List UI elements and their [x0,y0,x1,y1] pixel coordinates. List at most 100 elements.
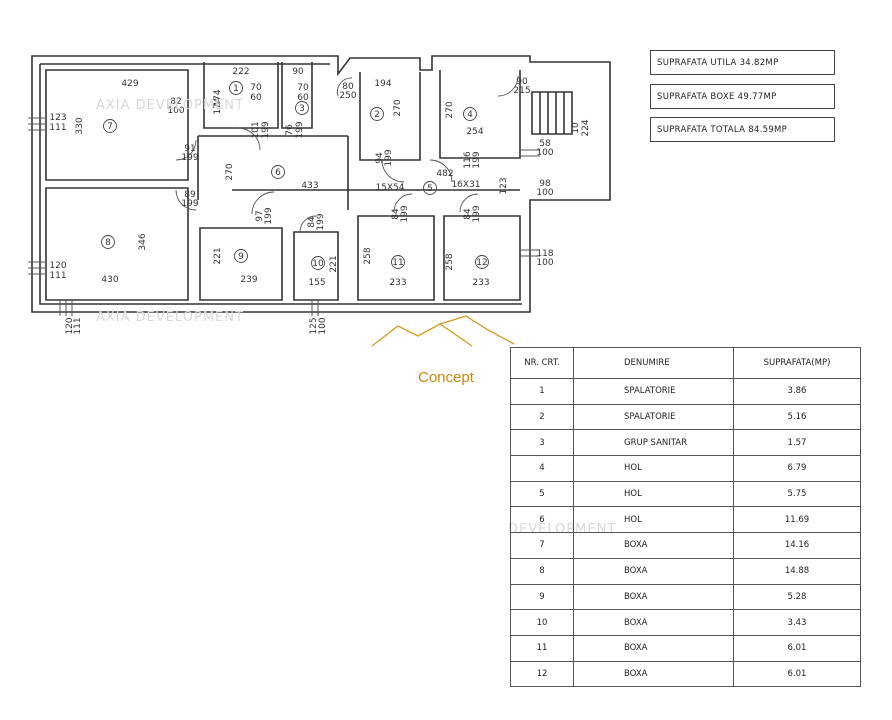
dimension-label: 100 [536,258,553,268]
dimension-label: 482 [436,169,453,179]
room-number: 11 [392,258,403,268]
dimension-label: 222 [232,67,249,77]
cell-nr: 11 [510,634,574,662]
dimension-label: 111 [49,123,66,133]
cell-nr: 2 [510,403,574,431]
dimension-label: 58 [539,139,551,149]
cell-suprafata: 11.69 [733,506,861,534]
dimension-label: 100 [318,317,328,334]
dimension-label: 118 [536,249,553,259]
dimension-label: 76 [285,124,295,136]
cell-nr: 10 [510,609,574,636]
cell-suprafata: 5.28 [733,583,861,611]
room-number-circle [229,81,243,95]
watermark: AXIA DEVELOPMENT [96,310,244,325]
cell-suprafata: 3.86 [733,378,861,405]
room-number: 12 [476,258,487,268]
dimension-label: 116 [463,151,473,168]
dimension-label: 199 [295,121,305,138]
summary-boxe: SUPRAFATA BOXE 49.77MP [650,84,835,109]
dimension-label: 89 [184,190,196,200]
cell-suprafata: 6.01 [733,660,861,688]
cell-suprafata: 5.16 [733,403,861,431]
room-number-circle [370,107,384,121]
dimension-label: 60 [250,93,262,103]
col-header-nr: NR. CRT. [510,347,574,379]
dimension-label: 100 [536,148,553,158]
dimension-label: 224 [581,119,591,136]
room-number: 6 [275,168,281,178]
cell-suprafata: 14.88 [733,557,861,585]
cell-nr: 3 [510,429,574,457]
cell-denumire: SPALATORIE [573,403,734,431]
dimension-label: 123 [499,177,509,194]
cell-nr: 4 [510,455,574,482]
dimension-label: 125 [309,317,319,334]
dimension-label: 199 [472,205,482,222]
dimension-label: 430 [101,275,118,285]
room-number-circle [311,256,325,270]
dimension-label: 215 [513,86,530,96]
dimension-label: 82 [170,97,181,107]
dimension-label: 70 [297,83,309,93]
dimension-label: 199 [472,151,482,168]
dimension-label: 60 [297,93,309,103]
dimension-label: 433 [301,181,318,191]
dimension-label: 80 [342,82,354,92]
dimension-label: 199 [264,207,274,224]
watermark: AXIA DEVELOPMENT [96,98,244,113]
cell-denumire: BOXA [573,532,734,559]
room-number: 8 [105,238,111,248]
table-header-row: NR. CRT. DENUMIRE SUPRAFATA(MP) [510,347,861,379]
dimension-label: 270 [445,101,455,118]
dimension-label: 199 [316,213,326,230]
dimension-label: 199 [384,149,394,166]
dimension-label: 330 [75,117,85,134]
dimension-label: 194 [374,79,391,89]
room-number: 1 [233,84,239,94]
dimension-label: 111 [49,271,66,281]
room-number-circle [271,165,285,179]
dimension-label: 90 [292,67,304,77]
dimension-label: 270 [225,163,235,180]
dimension-label: 70 [250,83,262,93]
cell-nr: 5 [510,480,574,508]
cell-suprafata: 1.57 [733,429,861,457]
room-number: 7 [107,122,113,132]
dimension-label: 199 [181,199,198,209]
cell-denumire: BOXA [573,634,734,662]
dimension-label: 233 [389,278,406,288]
col-header-suprafata: SUPRAFATA(MP) [733,347,861,379]
windows [28,117,540,316]
dimension-label: 84 [307,216,317,228]
cell-denumire: HOL [573,480,734,508]
room-number-circle [391,255,405,269]
cell-denumire: BOXA [573,583,734,611]
room-number-circle [475,255,489,269]
concept-logo-icon [371,315,515,347]
cell-denumire: GRUP SANITAR [573,429,734,457]
dimension-label: 250 [339,91,356,101]
room-number-circle [234,249,248,263]
cell-denumire: HOL [573,455,734,482]
dimension-label: 100 [536,188,553,198]
dimension-label: 233 [472,278,489,288]
dimension-label: 199 [261,121,271,138]
cell-denumire: BOXA [573,660,734,688]
dimension-label: 120 [65,317,75,334]
dimension-label: 91 [184,144,195,154]
dimension-label: 429 [121,79,138,89]
room-number: 2 [374,110,380,120]
dimension-label: 111 [73,317,83,334]
room-number-circle [295,101,309,115]
dimension-label: 221 [329,255,339,272]
